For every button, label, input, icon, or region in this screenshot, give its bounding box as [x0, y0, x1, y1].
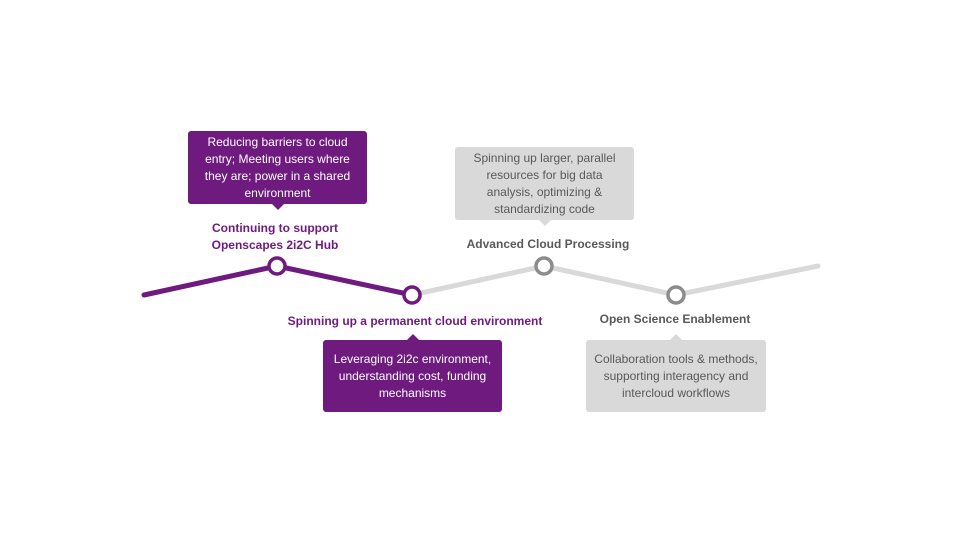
milestone-node-4: [666, 285, 686, 305]
milestone-1-title: Continuing to support Openscapes 2i2C Hu…: [211, 221, 339, 252]
milestone-node-1: [267, 256, 287, 276]
milestone-4-description: Collaboration tools & methods, supportin…: [586, 334, 766, 412]
milestone-3-description: Spinning up larger, parallel resources f…: [455, 147, 634, 226]
milestone-1-description: Reducing barriers to cloud entry; Meetin…: [188, 131, 367, 210]
milestone-node-2: [402, 285, 422, 305]
timeline-line-upcoming: [409, 263, 821, 298]
milestone-2-description: Leveraging 2i2c environment, understandi…: [323, 334, 502, 412]
milestone-node-3: [534, 256, 554, 276]
milestone-4-title: Open Science Enablement: [599, 312, 751, 326]
milestone-3-title: Advanced Cloud Processing: [466, 237, 630, 251]
milestone-2-title: Spinning up a permanent cloud environmen…: [287, 314, 543, 328]
